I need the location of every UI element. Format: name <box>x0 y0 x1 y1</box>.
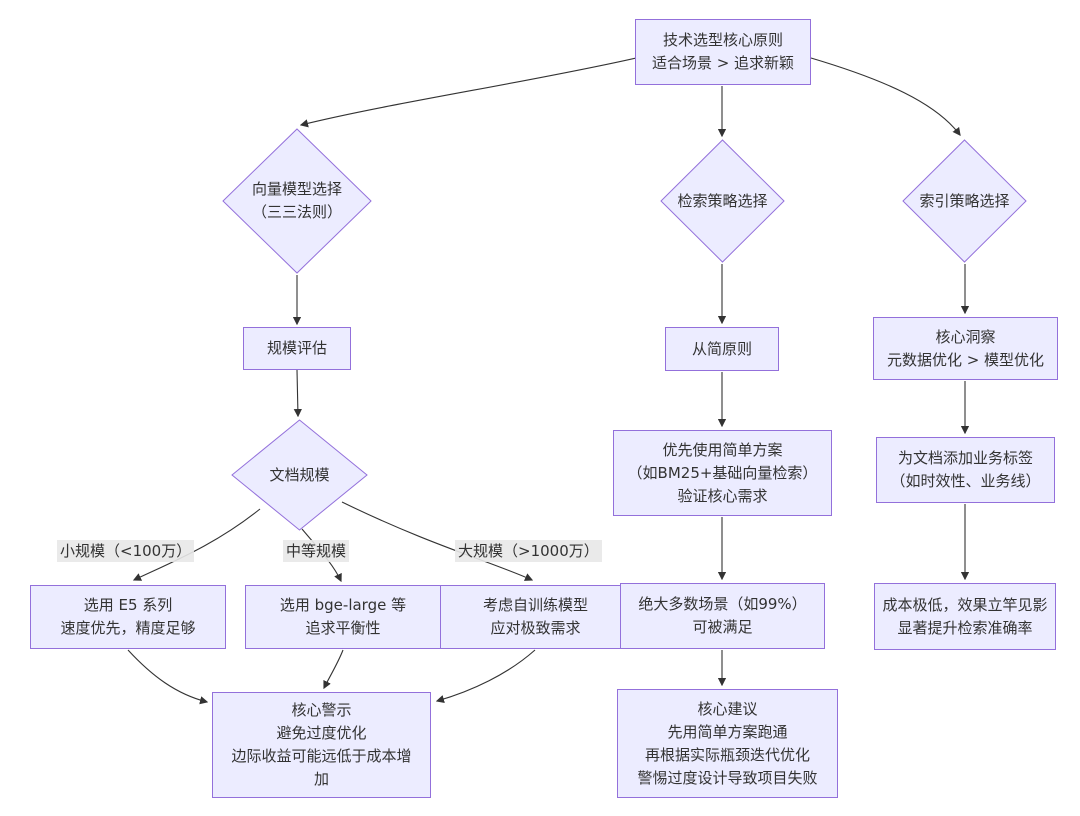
edge-docscale-to-large <box>341 501 534 581</box>
edge-large-to-warning <box>435 649 536 704</box>
node-root-line1: 技术选型核心原则 <box>662 31 783 49</box>
node-core-warning-line3: 边际收益可能远低于成本增 <box>231 747 412 765</box>
decision-index-strategy: 索引策略选择 <box>902 139 1027 263</box>
decision-index-label: 索引策略选择 <box>919 190 1009 213</box>
node-core-warning-line1: 核心警示 <box>291 701 352 719</box>
node-large-model: 考虑自训练模型 应对极致需求 <box>440 585 631 649</box>
decision-retrieval-strategy: 检索策略选择 <box>660 139 785 263</box>
node-simple-plan-line1: 优先使用简单方案 <box>662 440 783 459</box>
node-small-model: 选用 E5 系列 速度优先，精度足够 <box>30 585 226 649</box>
node-medium-model-line2: 追求平衡性 <box>305 619 381 637</box>
decision-retrieval-label: 检索策略选择 <box>677 190 767 213</box>
node-coverage-line1: 绝大多数场景（如99%） <box>638 595 807 613</box>
node-core-insight-line2: 元数据优化 > 模型优化 <box>886 350 1045 369</box>
edge-scale-to-docscale <box>293 369 302 418</box>
decision-vector-line2: （三三法则） <box>251 203 342 221</box>
node-benefit-line1: 成本极低，效果立竿见影 <box>882 595 1048 614</box>
node-benefit: 成本极低，效果立竿见影 显著提升检索准确率 <box>874 583 1056 650</box>
edge-medium-to-warning <box>323 649 344 690</box>
node-root-line2: 适合场景 > 追求新颖 <box>651 54 795 72</box>
node-core-warning: 核心警示 避免过度优化 边际收益可能远低于成本增 加 <box>212 692 431 798</box>
node-scale-eval-line1: 规模评估 <box>266 339 327 357</box>
node-benefit-line2: 显著提升检索准确率 <box>897 618 1033 637</box>
node-large-model-line1: 考虑自训练模型 <box>482 596 588 614</box>
node-core-warning-line4: 加 <box>313 770 329 788</box>
node-core-insight: 核心洞察 元数据优化 > 模型优化 <box>873 317 1058 380</box>
node-core-advice-line1: 核心建议 <box>697 699 758 718</box>
decision-doc-scale-line1: 文档规模 <box>269 465 330 484</box>
node-business-tagging: 为文档添加业务标签 （如时效性、业务线） <box>876 437 1055 503</box>
edge-small-to-warning <box>127 649 209 705</box>
node-medium-model-line1: 选用 bge-large 等 <box>279 596 407 614</box>
diamond-shape <box>231 419 368 531</box>
edge-root-to-vector <box>299 57 637 128</box>
decision-vector-model: 向量模型选择 （三三法则） <box>222 128 372 274</box>
node-root-principle: 技术选型核心原则 适合场景 > 追求新颖 <box>635 19 811 85</box>
edge-docscale-to-small <box>132 508 261 581</box>
node-core-advice-line4: 警惕过度设计导致项目失败 <box>637 768 818 787</box>
node-simplicity-line1: 从简原则 <box>691 339 752 358</box>
node-simplicity-principle: 从简原则 <box>665 327 779 371</box>
node-small-model-line1: 选用 E5 系列 <box>83 596 173 614</box>
diamond-shape <box>222 128 372 274</box>
decision-retrieval-line1: 检索策略选择 <box>677 191 768 210</box>
decision-doc-scale-label: 文档规模 <box>269 464 329 487</box>
decision-index-line1: 索引策略选择 <box>919 191 1010 210</box>
edge-root-to-index <box>810 57 961 136</box>
node-coverage-line2: 可被满足 <box>692 618 753 636</box>
node-coverage: 绝大多数场景（如99%） 可被满足 <box>620 583 825 649</box>
node-core-advice-line2: 先用简单方案跑通 <box>667 722 788 741</box>
node-scale-eval: 规模评估 <box>243 327 351 370</box>
node-medium-model: 选用 bge-large 等 追求平衡性 <box>245 585 441 649</box>
node-core-insight-line1: 核心洞察 <box>935 327 996 346</box>
node-business-tagging-line1: 为文档添加业务标签 <box>897 449 1033 467</box>
node-simple-plan: 优先使用简单方案 （如BM25+基础向量检索） 验证核心需求 <box>613 430 832 516</box>
edge-label-medium-scale: 中等规模 <box>283 540 350 562</box>
decision-vector-line1: 向量模型选择 <box>251 180 342 198</box>
edge-label-small-scale: 小规模（<100万） <box>57 540 195 562</box>
decision-doc-scale: 文档规模 <box>231 419 368 531</box>
edge-label-large-scale: 大规模（>1000万） <box>455 540 602 562</box>
decision-vector-model-label: 向量模型选择 （三三法则） <box>252 178 342 224</box>
node-business-tagging-line2: （如时效性、业务线） <box>890 472 1041 490</box>
node-simple-plan-line3: 验证核心需求 <box>677 486 768 505</box>
diamond-shape <box>902 139 1027 263</box>
node-core-warning-line2: 避免过度优化 <box>276 724 367 742</box>
node-simple-plan-line2: （如BM25+基础向量检索） <box>627 463 818 482</box>
node-core-advice: 核心建议 先用简单方案跑通 再根据实际瓶颈迭代优化 警惕过度设计导致项目失败 <box>617 689 838 798</box>
node-small-model-line2: 速度优先，精度足够 <box>60 619 196 637</box>
diamond-shape <box>660 139 785 263</box>
node-core-advice-line3: 再根据实际瓶颈迭代优化 <box>644 745 810 764</box>
node-large-model-line2: 应对极致需求 <box>490 619 581 637</box>
